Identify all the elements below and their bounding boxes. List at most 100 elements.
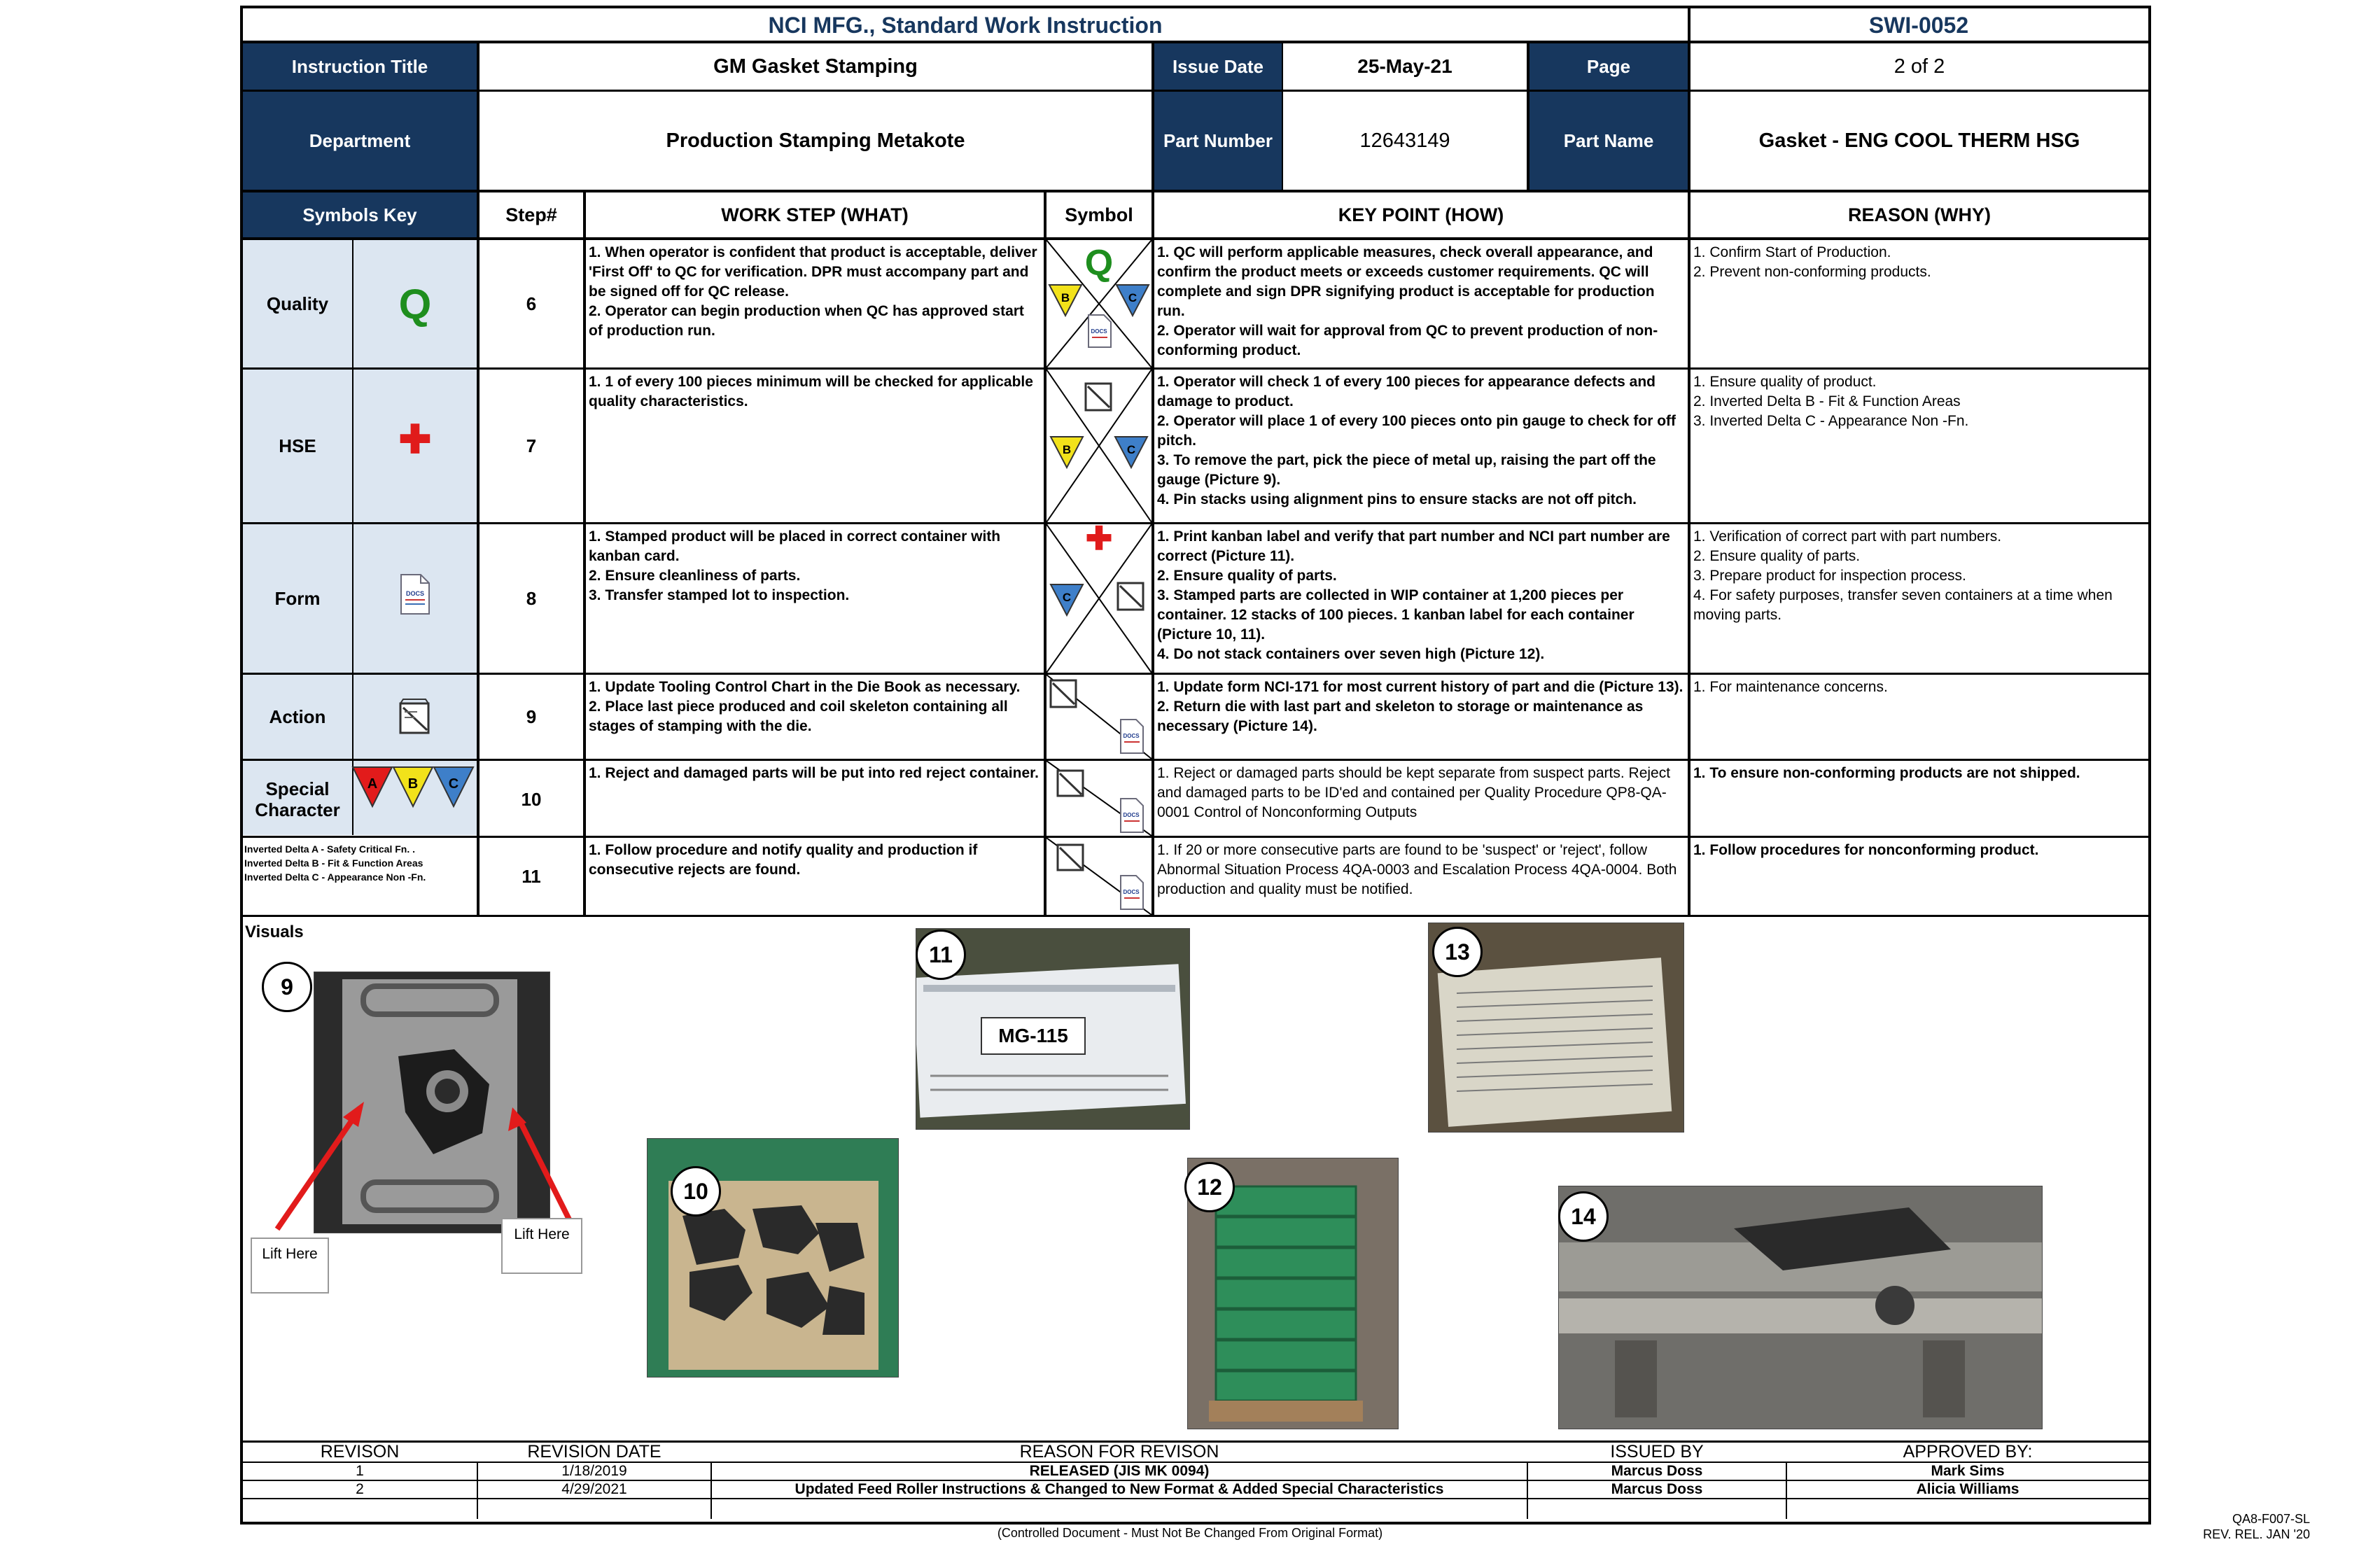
document-frame (240, 6, 2151, 1525)
delta-note-c: Inverted Delta C - Appearance Non -Fn. (244, 871, 426, 883)
delta-a-text: A (368, 776, 377, 792)
step-6-how-2: 2. Operator will wait for approval from … (1157, 323, 1658, 358)
step-10-what-1: 1. Reject and damaged parts will be put … (589, 765, 1039, 781)
step-8-cross-icon: ✚ (1086, 524, 1113, 556)
step-header: Step# (505, 204, 557, 225)
lift-here-right: Lift Here (501, 1218, 582, 1274)
rev-2-number: 2 (356, 1481, 364, 1497)
visuals-label: Visuals (245, 923, 304, 941)
rev-1-number: 1 (356, 1463, 364, 1479)
delta-note-b: Inverted Delta B - Fit & Function Areas (244, 857, 424, 869)
step-10-why-1: 1. To ensure non-conforming products are… (1693, 765, 2080, 781)
rev-1-reason: RELEASED (JIS MK 0094) (1029, 1463, 1210, 1479)
step-10-how-1: 1. Reject or damaged parts should be kep… (1157, 765, 1671, 820)
delta-a-icon (351, 766, 393, 808)
step-7-why-1: 1. Ensure quality of product. (1693, 374, 1877, 390)
picture-10-number: 10 (671, 1166, 721, 1217)
picture-13-number: 13 (1432, 927, 1483, 977)
step-9-why: 1. For maintenance concerns. (1690, 675, 2148, 759)
step-7-how-1: 1. Operator will check 1 of every 100 pi… (1157, 374, 1656, 409)
step-9-docs-icon: DOCS (1120, 719, 1144, 754)
step-6-why-1: 1. Confirm Start of Production. (1693, 244, 1891, 260)
action-notepad-icon (354, 675, 477, 759)
step-8-delta-c-text: C (1063, 591, 1071, 604)
issue-date: 25-May-21 (1357, 55, 1452, 77)
step-6-number: 6 (526, 293, 537, 314)
picture-12 (1187, 1158, 1399, 1429)
step-8-delta-c-icon (1049, 584, 1084, 617)
rev-header-reason: REASON FOR REVISON (1019, 1442, 1219, 1462)
step-8-what-2: 2. Ensure cleanliness of parts. (589, 568, 801, 584)
rev-2-reason: Updated Feed Roller Instructions & Chang… (794, 1481, 1444, 1497)
delta-c-text: C (449, 776, 458, 792)
rev-header-issued-by: ISSUED BY (1610, 1442, 1704, 1462)
step-7-why-3: 3. Inverted Delta C - Appearance Non -Fn… (1693, 413, 1969, 429)
step-9-how-1: 1. Update form NCI-171 for most current … (1157, 679, 1684, 695)
step-7-delta-c-text: C (1127, 443, 1135, 456)
delta-notes: Inverted Delta A - Safety Critical Fn. .… (243, 838, 477, 915)
what-header: WORK STEP (WHAT) (721, 204, 909, 225)
step-6-what: 1. When operator is confident that produ… (586, 240, 1044, 367)
symbols-key-header: Symbols Key (243, 192, 477, 237)
page-value: 2 of 2 (1893, 55, 1945, 78)
step-11-notepad-icon (1056, 843, 1084, 871)
picture-14-number: 14 (1558, 1191, 1609, 1242)
step-7-notepad-icon (1084, 382, 1112, 412)
department-value: Production Stamping Metakote (666, 129, 965, 152)
issue-date-label: Issue Date (1154, 43, 1282, 90)
form-code: QA8-F007-SL (2232, 1512, 2310, 1526)
step-11-how: 1. If 20 or more consecutive parts are f… (1154, 838, 1688, 915)
delta-note-a: Inverted Delta A - Safety Critical Fn. . (244, 843, 416, 855)
special-character-label: Special Character (255, 778, 340, 820)
step-7-what-1: 1. 1 of every 100 pieces minimum will be… (589, 374, 1033, 409)
step-10-symbols: DOCS (1046, 760, 1152, 836)
step-8-how: 1. Print kanban label and verify that pa… (1154, 524, 1688, 673)
step-9-how-2: 2. Return die with last part and skeleto… (1157, 699, 1644, 734)
rev-rel: REV. REL. JAN '20 (2203, 1527, 2310, 1541)
step-11-docs-text: DOCS (1123, 889, 1140, 895)
rev-header-approved-by: APPROVED BY: (1903, 1442, 2033, 1462)
step-8-what-3: 3. Transfer stamped lot to inspection. (589, 587, 850, 603)
step-11-what-1: 1. Follow procedure and notify quality a… (589, 842, 978, 878)
symbols-key-panel (243, 240, 477, 835)
step-9-why-1: 1. For maintenance concerns. (1693, 679, 1888, 695)
step-7-number: 7 (526, 435, 537, 456)
step-6-why: 1. Confirm Start of Production. 2. Preve… (1690, 240, 2148, 367)
instruction-title-label: Instruction Title (243, 43, 477, 90)
step-6-what-2: 2. Operator can begin production when QC… (589, 303, 1024, 339)
step-6-docs-icon: DOCS (1088, 314, 1112, 348)
step-7-how-2: 2. Operator will place 1 of every 100 pi… (1157, 413, 1676, 449)
rev-2-date: 4/29/2021 (561, 1481, 627, 1497)
step-7-symbols: B C (1046, 369, 1152, 523)
rev-header-date: REVISION DATE (527, 1442, 662, 1462)
rev-header-revision: REVISON (320, 1442, 400, 1462)
form-docs-icon: DOCS (354, 524, 477, 664)
form-docs-text: DOCS (406, 590, 424, 597)
step-10-what: 1. Reject and damaged parts will be put … (586, 761, 1044, 836)
company-title: NCI MFG., Standard Work Instruction (768, 12, 1163, 38)
instruction-title: GM Gasket Stamping (713, 55, 918, 78)
step-8-notepad-icon (1116, 582, 1144, 611)
doc-number: SWI-0052 (1868, 12, 1969, 38)
step-8-how-2: 2. Ensure quality of parts. (1157, 568, 1337, 584)
step-6-delta-c-text: C (1128, 291, 1137, 304)
picture-9-number: 9 (262, 962, 312, 1012)
step-9-what: 1. Update Tooling Control Chart in the D… (586, 675, 1044, 759)
department-label: Department (243, 92, 477, 190)
step-7-why: 1. Ensure quality of product. 2. Inverte… (1690, 370, 2148, 522)
step-6-symbols: Q B C DOCS (1046, 239, 1152, 368)
step-11-symbols: DOCS (1046, 837, 1152, 916)
step-8-why-2: 2. Ensure quality of parts. (1693, 548, 1861, 564)
step-6-delta-b-text: B (1061, 291, 1070, 304)
step-9-number: 9 (526, 706, 537, 727)
step-10-how: 1. Reject or damaged parts should be kep… (1154, 761, 1688, 836)
step-6-delta-c-icon (1115, 284, 1150, 318)
part-name: Gasket - ENG COOL THERM HSG (1758, 129, 2080, 152)
step-11-number: 11 (522, 865, 541, 887)
lift-arrows (274, 1102, 577, 1231)
step-8-number: 8 (526, 587, 537, 609)
rev-1-date: 1/18/2019 (561, 1463, 627, 1479)
step-6-how-1: 1. QC will perform applicable measures, … (1157, 244, 1655, 319)
step-8-how-1: 1. Print kanban label and verify that pa… (1157, 528, 1670, 564)
step-11-what: 1. Follow procedure and notify quality a… (586, 838, 1044, 915)
